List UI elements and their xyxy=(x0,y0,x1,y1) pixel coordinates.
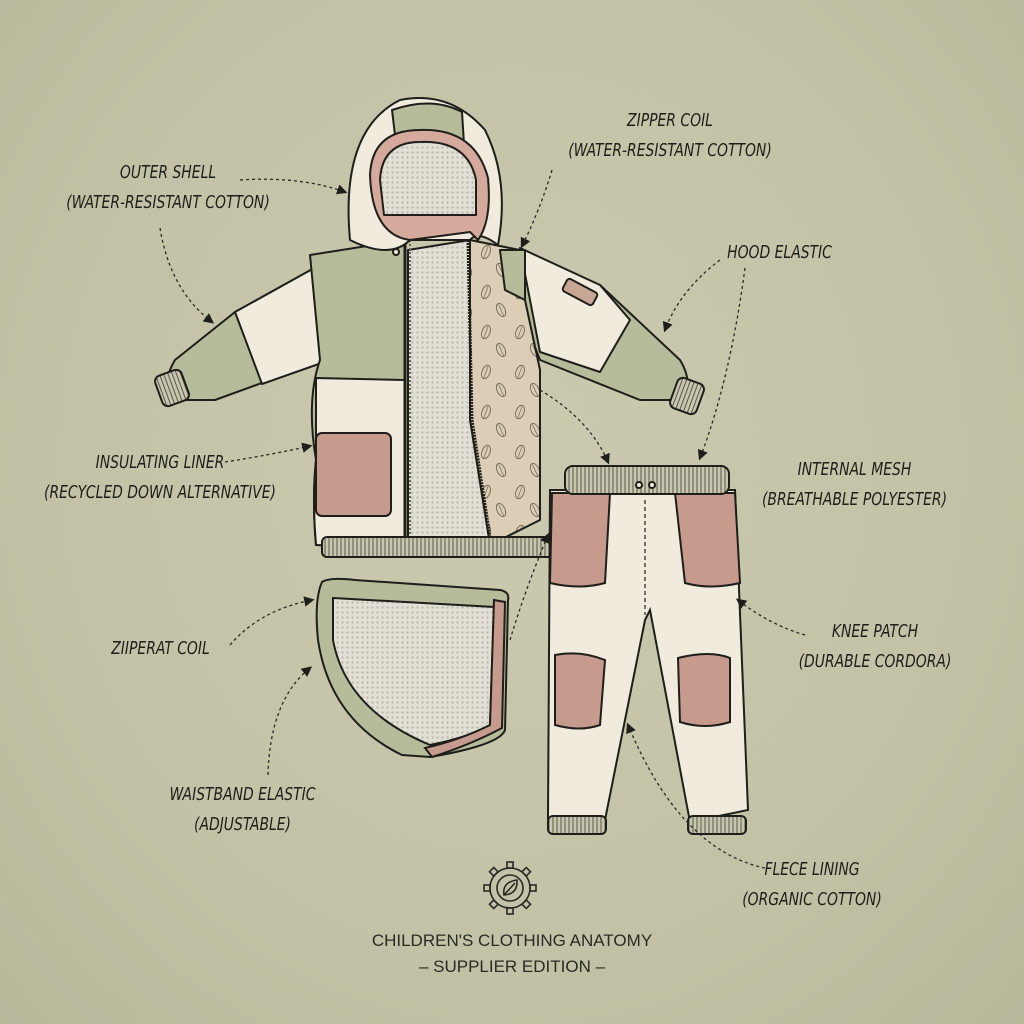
label-ziiperat-coil: ZIIPERAT COIL xyxy=(111,638,210,659)
label-knee-patch: KNEE PATCH (DURABLE CORDORA) xyxy=(798,621,952,672)
label-internal-mesh: INTERNAL MESH (BREATHABLE POLYESTER) xyxy=(761,459,948,510)
footer-title: CHILDREN'S CLOTHING ANATOMY xyxy=(371,931,653,950)
label-hood-elastic: HOOD ELASTIC xyxy=(727,242,832,263)
label-zipper-coil: ZIPPER COIL (WATER-RESISTANT COTTON) xyxy=(568,110,772,161)
leader-lines xyxy=(159,169,806,869)
pants xyxy=(546,465,750,835)
jacket xyxy=(154,97,705,558)
label-insulating-liner: INSULATING LINER (RECYCLED DOWN ALTERNAT… xyxy=(44,452,276,503)
footer-subtitle: – SUPPLIER EDITION – xyxy=(418,957,606,976)
label-outer-shell: OUTER SHELL (WATER-RESISTANT COTTON) xyxy=(66,162,270,213)
hood-liner-piece xyxy=(315,577,510,759)
gear-leaf-icon xyxy=(483,861,537,915)
footer-caption: CHILDREN'S CLOTHING ANATOMY – SUPPLIER E… xyxy=(312,928,712,980)
label-flece-lining: FLECE LINING (ORGANIC COTTON) xyxy=(742,859,882,910)
label-waistband-elastic: WAISTBAND ELASTIC (ADJUSTABLE) xyxy=(169,784,316,835)
